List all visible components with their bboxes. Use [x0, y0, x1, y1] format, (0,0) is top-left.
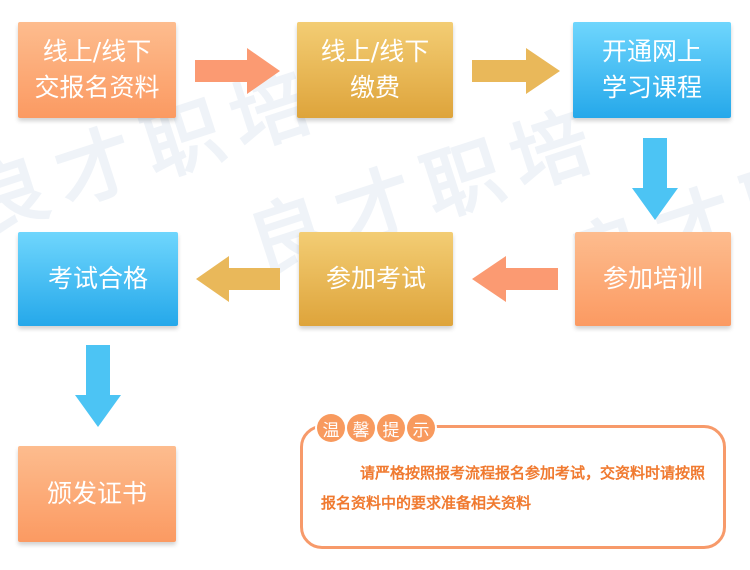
tip-title: 温 馨 提 示	[317, 414, 435, 442]
step-issue-certificate-label: 颁发证书	[46, 479, 147, 508]
step-submit-materials-line1: 线上/线下	[42, 37, 152, 66]
step-pay-fee-line2: 缴费	[349, 73, 400, 102]
step-pay-fee: 线上/线下 缴费	[297, 22, 453, 118]
tip-title-char: 示	[407, 414, 435, 442]
step-exam-passed-label: 考试合格	[47, 264, 148, 293]
arrow-left-1	[472, 256, 558, 302]
step-submit-materials: 线上/线下 交报名资料	[18, 22, 176, 118]
arrow-right-1	[195, 48, 280, 94]
step-submit-materials-line2: 交报名资料	[34, 73, 160, 102]
arrow-down-1	[632, 138, 678, 220]
step-open-course: 开通网上 学习课程	[573, 22, 731, 118]
arrow-left-2	[196, 256, 280, 302]
tip-title-char: 馨	[347, 414, 375, 442]
tip-text: 请严格按照报考流程报名参加考试，交资料时请按照报名资料中的要求准备相关资料	[321, 464, 706, 512]
step-open-course-line2: 学习课程	[601, 73, 702, 102]
step-attend-training-label: 参加培训	[602, 264, 703, 293]
step-take-exam: 参加考试	[299, 232, 453, 326]
tip-box: 温 馨 提 示 请严格按照报考流程报名参加考试，交资料时请按照报名资料中的要求准…	[300, 414, 726, 549]
step-open-course-line1: 开通网上	[601, 37, 702, 66]
step-pay-fee-line1: 线上/线下	[320, 37, 430, 66]
arrow-down-2	[75, 345, 121, 427]
step-take-exam-label: 参加考试	[325, 264, 426, 293]
arrow-right-2	[472, 48, 560, 94]
tip-title-char: 温	[317, 414, 345, 442]
tip-title-char: 提	[377, 414, 405, 442]
step-attend-training: 参加培训	[575, 232, 731, 326]
step-exam-passed: 考试合格	[18, 232, 178, 326]
step-issue-certificate: 颁发证书	[18, 446, 176, 542]
